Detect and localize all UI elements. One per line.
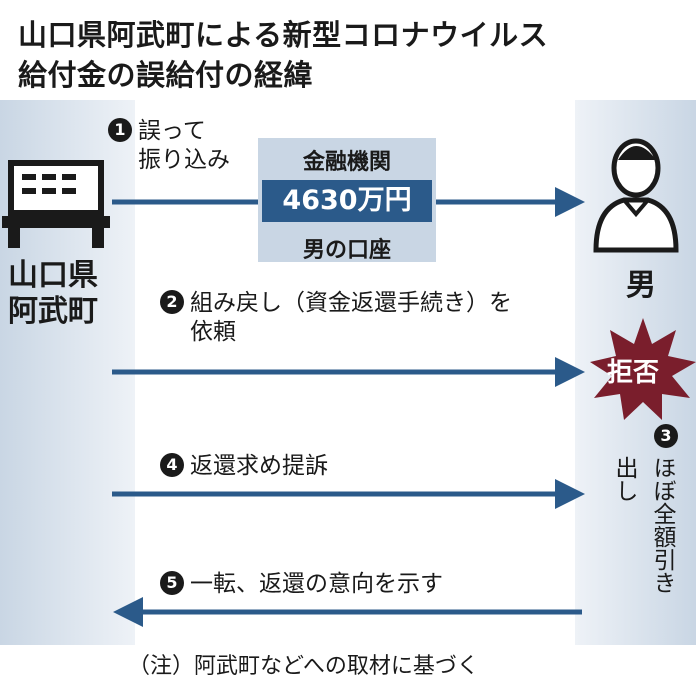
step-4-text: 返還求め提訴 xyxy=(190,453,328,479)
man-label: 男 xyxy=(626,268,656,303)
step-1-text: 誤って xyxy=(138,118,206,144)
town-label-line-2: 阿武町 xyxy=(8,294,98,329)
step-1-number: 1 xyxy=(108,117,132,142)
bank-name: 金融機関 xyxy=(302,150,391,175)
step-4-number: 4 xyxy=(160,452,184,477)
step-5-number: 5 xyxy=(160,570,184,595)
title-line-2: 給付金の誤給付の経緯 xyxy=(18,58,314,92)
step-3-number: 3 xyxy=(654,424,678,448)
step-5-text: 一転、返還の意向を示す xyxy=(190,571,443,597)
title-line-1: 山口県阿武町による新型コロナウイルス xyxy=(18,18,549,52)
step-3-number-wrap: 3 xyxy=(654,424,678,450)
town-label-line-1: 山口県 xyxy=(8,258,98,293)
refusal-starburst xyxy=(590,318,696,420)
refusal-label: 拒否 xyxy=(607,358,660,388)
step-1-text-2: 振り込み xyxy=(138,147,230,173)
bank-account-label: 男の口座 xyxy=(302,238,391,263)
step-2-text: 組み戻し（資金返還手続き）を xyxy=(190,290,512,316)
building-icon xyxy=(2,160,110,248)
town-label: 山口県 阿武町 xyxy=(8,258,98,330)
step-3-text: ほぼ全額引き xyxy=(649,456,675,594)
transfer-amount: 4630万円 xyxy=(262,180,432,222)
source-note: （注）阿武町などへの取材に基づく xyxy=(128,654,479,679)
person-icon xyxy=(593,138,679,253)
step-2-number: 2 xyxy=(160,289,184,314)
step-2-text-2: 依頼 xyxy=(190,319,236,345)
step-3-text-2: 出し xyxy=(611,456,637,502)
